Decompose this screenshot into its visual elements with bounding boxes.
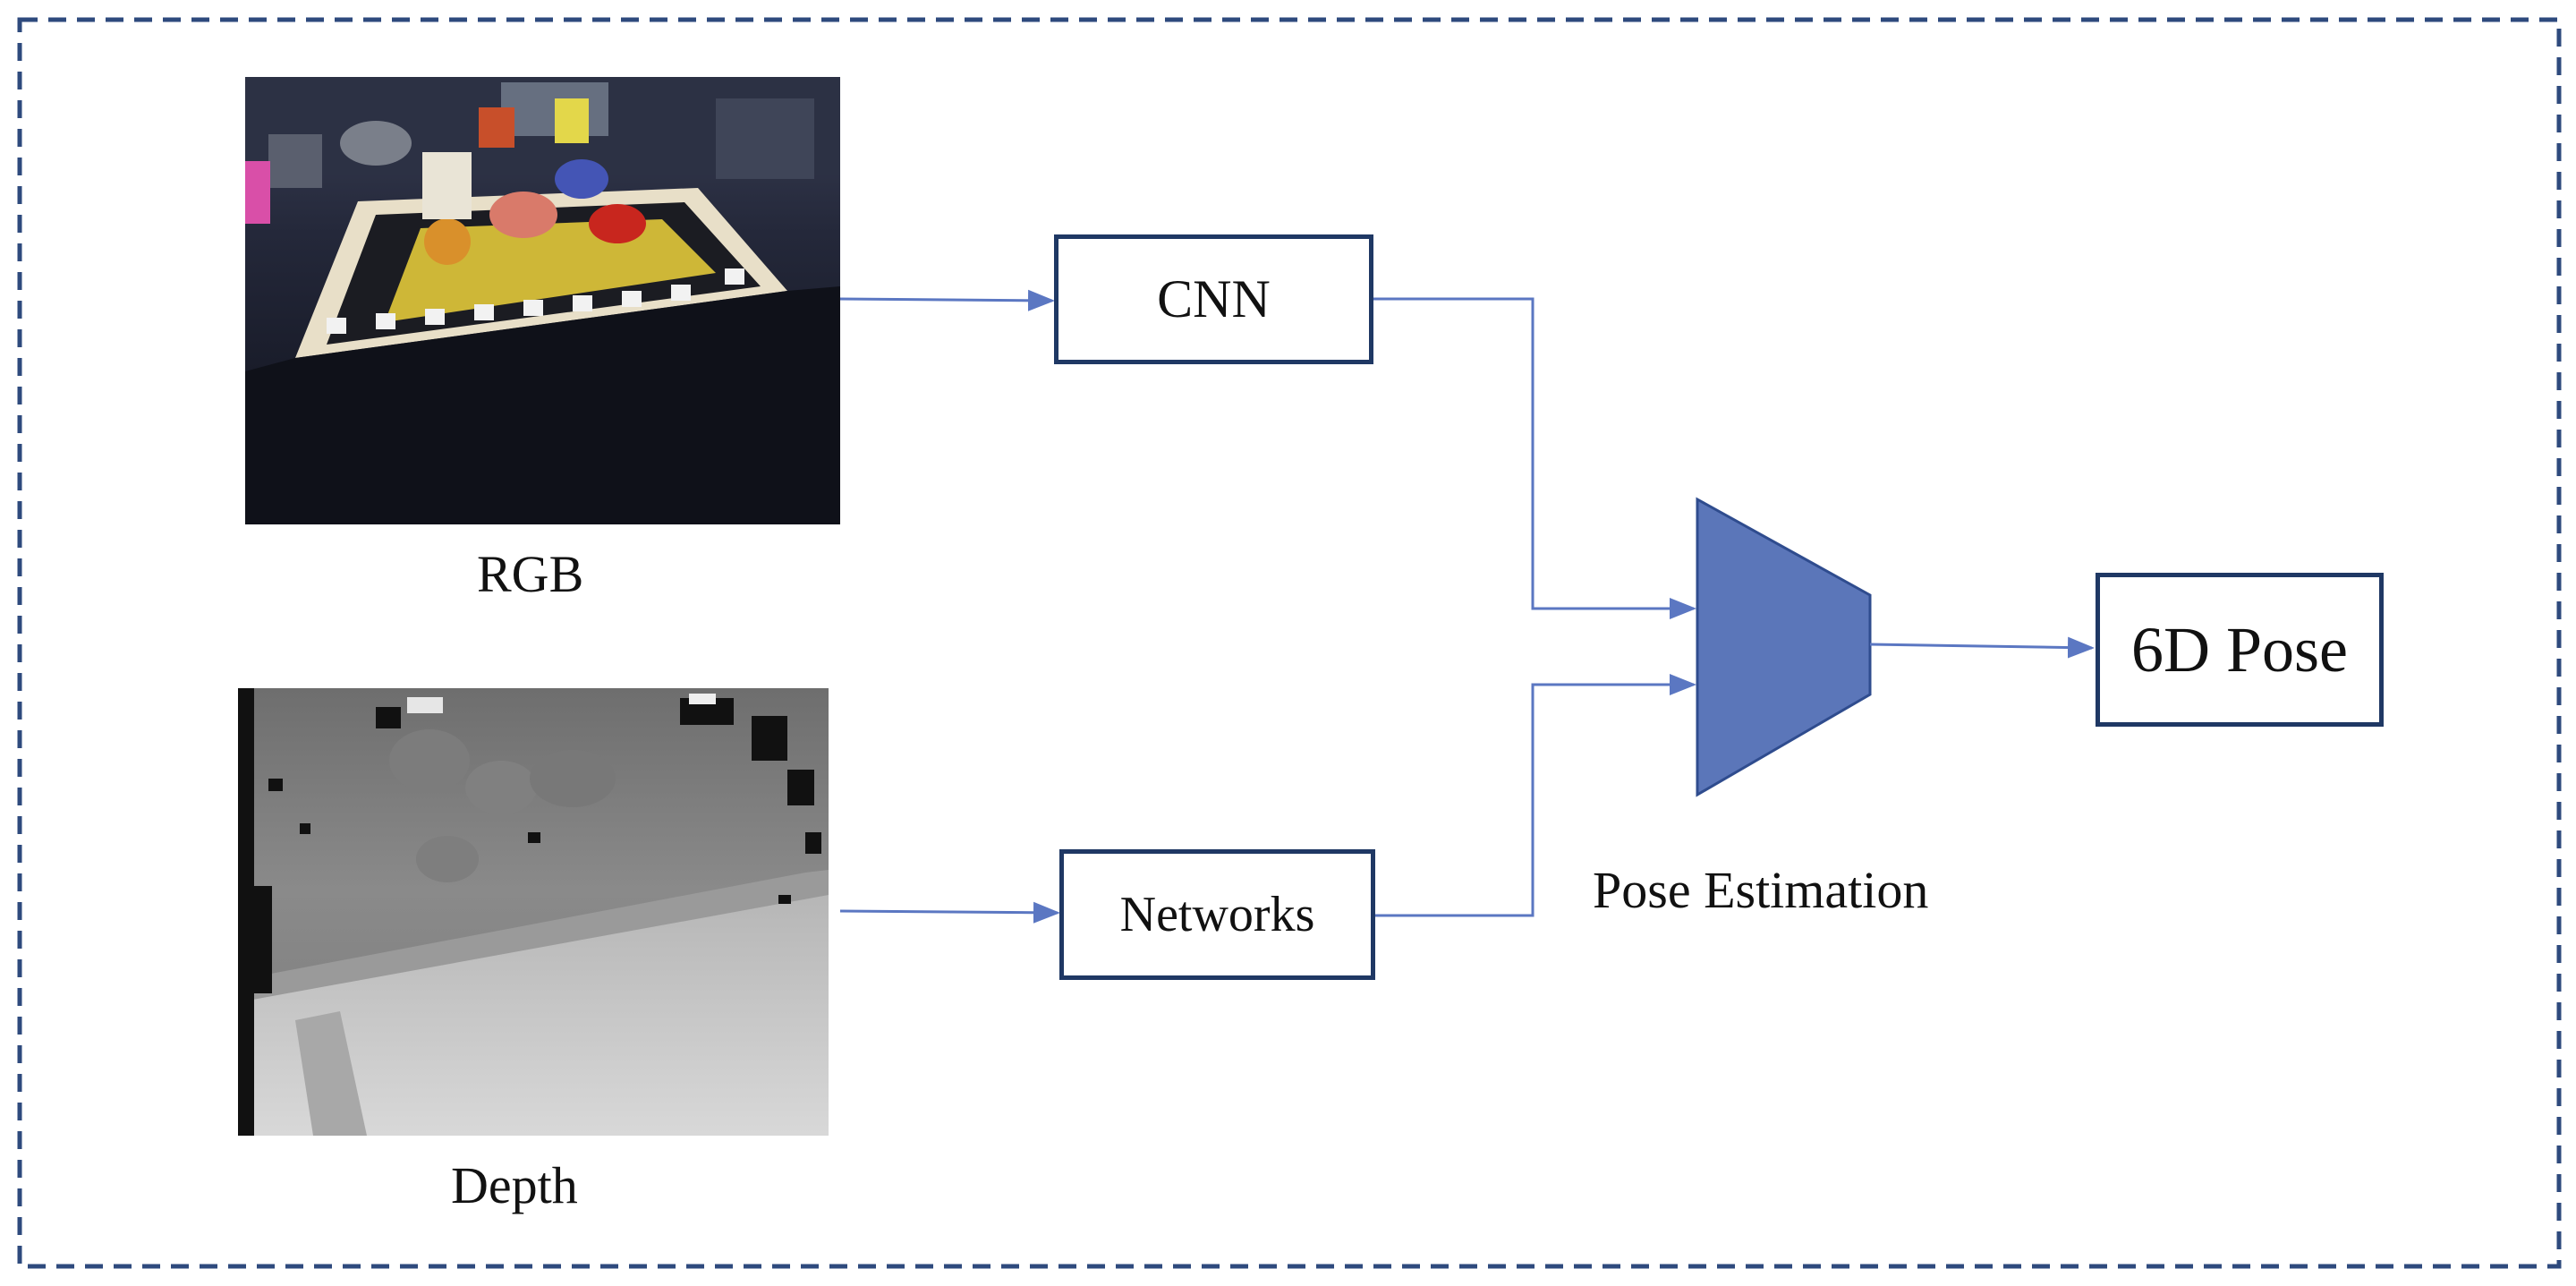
pose-to-output-arrow (1869, 636, 2095, 659)
output-6d-pose-block: 6D Pose (2096, 573, 2384, 727)
depth-caption: Depth (451, 1156, 578, 1214)
networks-block: Networks (1059, 849, 1375, 980)
pose-estimation-block (1696, 497, 1872, 797)
depth-to-networks-arrow (839, 901, 1060, 924)
cnn-block: CNN (1054, 234, 1373, 364)
pose-estimation-caption: Pose Estimation (1593, 861, 1929, 919)
rgb-caption: RGB (477, 545, 584, 603)
networks-to-pose-connector (1375, 674, 1696, 917)
cnn-label: CNN (1157, 269, 1271, 328)
rgb-to-cnn-arrow (839, 289, 1055, 311)
outer-dashed-frame (17, 17, 2562, 1269)
networks-label: Networks (1119, 887, 1315, 942)
rgb-photo-icon (245, 77, 840, 524)
depth-map-icon (238, 688, 829, 1136)
output-label: 6D Pose (2130, 613, 2348, 686)
cnn-to-pose-connector (1373, 297, 1696, 619)
